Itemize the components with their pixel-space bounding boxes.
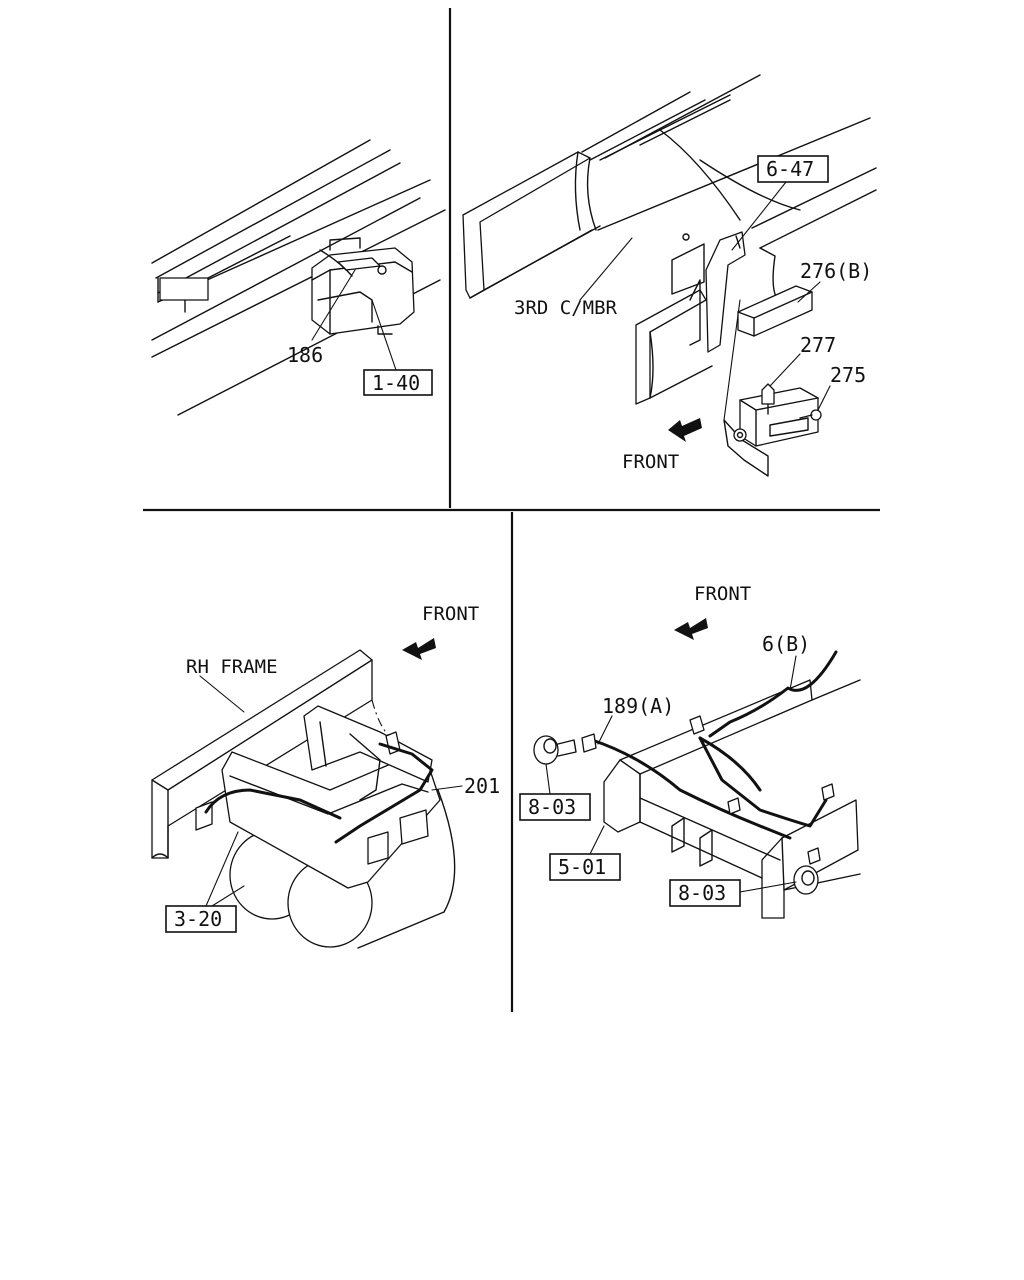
label-rh-frame: RH FRAME — [186, 656, 278, 713]
callout-6-47: 6-47 — [731, 155, 829, 251]
callout-186: 186 — [287, 269, 356, 367]
crossmember-illustration — [462, 74, 877, 477]
reference-box-5-01: 5-01 — [558, 855, 606, 879]
panel-top-left: 186 1-40 — [151, 139, 446, 416]
front-label: FRONT — [422, 603, 479, 625]
panel-dividers — [143, 8, 880, 1012]
front-arrow-icon — [674, 618, 708, 640]
reservoir-tank-illustration — [311, 237, 415, 335]
callout-276b: 276(B) — [797, 259, 872, 303]
reference-box-8-03-left: 8-03 — [528, 795, 576, 819]
callout-201: 201 — [431, 774, 500, 798]
lamp-right-illustration — [793, 865, 819, 895]
front-indicator-bottom-left: FRONT — [402, 603, 479, 660]
callout-6b: 6(B) — [762, 632, 810, 691]
part-number-6b: 6(B) — [762, 632, 810, 656]
callout-5-01: 5-01 — [549, 825, 621, 881]
part-number-277: 277 — [800, 333, 836, 357]
part-number-189a: 189(A) — [602, 694, 674, 718]
callout-1-40: 1-40 — [363, 299, 433, 396]
part-number-186: 186 — [287, 343, 323, 367]
panel-bottom-left: 201 3-20 RH FRAME FRONT — [151, 603, 500, 949]
part-number-276b: 276(B) — [800, 259, 872, 283]
part-number-275: 275 — [830, 363, 866, 387]
mounting-bracket-illustration — [195, 705, 441, 889]
lamp-left-illustration — [533, 735, 577, 765]
crossmember-label: 3RD C/MBR — [514, 297, 618, 319]
reference-box-6-47: 6-47 — [766, 157, 814, 181]
front-indicator-bottom-right: FRONT — [674, 583, 751, 640]
front-arrow-icon — [668, 418, 702, 442]
rh-frame-label: RH FRAME — [186, 656, 278, 678]
panel-top-right: 6-47 276(B) 277 275 3RD C/MBR FRONT — [462, 74, 877, 477]
part-number-201: 201 — [464, 774, 500, 798]
rh-frame-illustration — [151, 649, 393, 859]
front-label: FRONT — [694, 583, 751, 605]
connector-block-illustration — [733, 383, 822, 447]
connector-cover-illustration — [737, 285, 813, 337]
harness-wiring-illustration — [581, 650, 838, 865]
front-indicator-top-right: FRONT — [622, 418, 702, 473]
reference-box-3-20: 3-20 — [174, 907, 222, 931]
callout-275: 275 — [817, 363, 866, 411]
reference-box-8-03-right: 8-03 — [678, 881, 726, 905]
callout-8-03-right: 8-03 — [669, 879, 797, 907]
callout-277: 277 — [769, 333, 836, 387]
reference-box-1-40: 1-40 — [372, 371, 420, 395]
panel-bottom-right: 6(B) 189(A) 8-03 5-01 8-03 FRONT — [519, 583, 861, 919]
callout-8-03-left: 8-03 — [519, 763, 591, 821]
front-arrow-icon — [402, 638, 436, 660]
label-crossmember: 3RD C/MBR — [514, 237, 633, 319]
callout-189a: 189(A) — [597, 694, 674, 745]
front-label: FRONT — [622, 451, 679, 473]
callout-3-20: 3-20 — [165, 831, 245, 933]
